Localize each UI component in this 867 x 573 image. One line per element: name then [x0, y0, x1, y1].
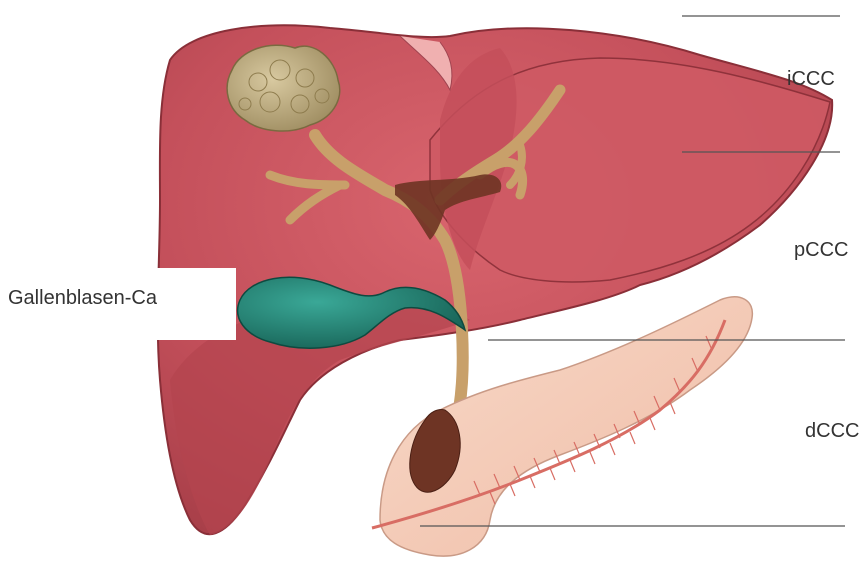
intrahepatic-tumor — [227, 45, 340, 131]
label-gallbladder-cancer: Gallenblasen-Ca — [8, 288, 157, 308]
label-dccc: dCCC — [805, 421, 859, 441]
label-pccc: pCCC — [794, 240, 848, 260]
label-iccc: iCCC — [787, 69, 835, 89]
